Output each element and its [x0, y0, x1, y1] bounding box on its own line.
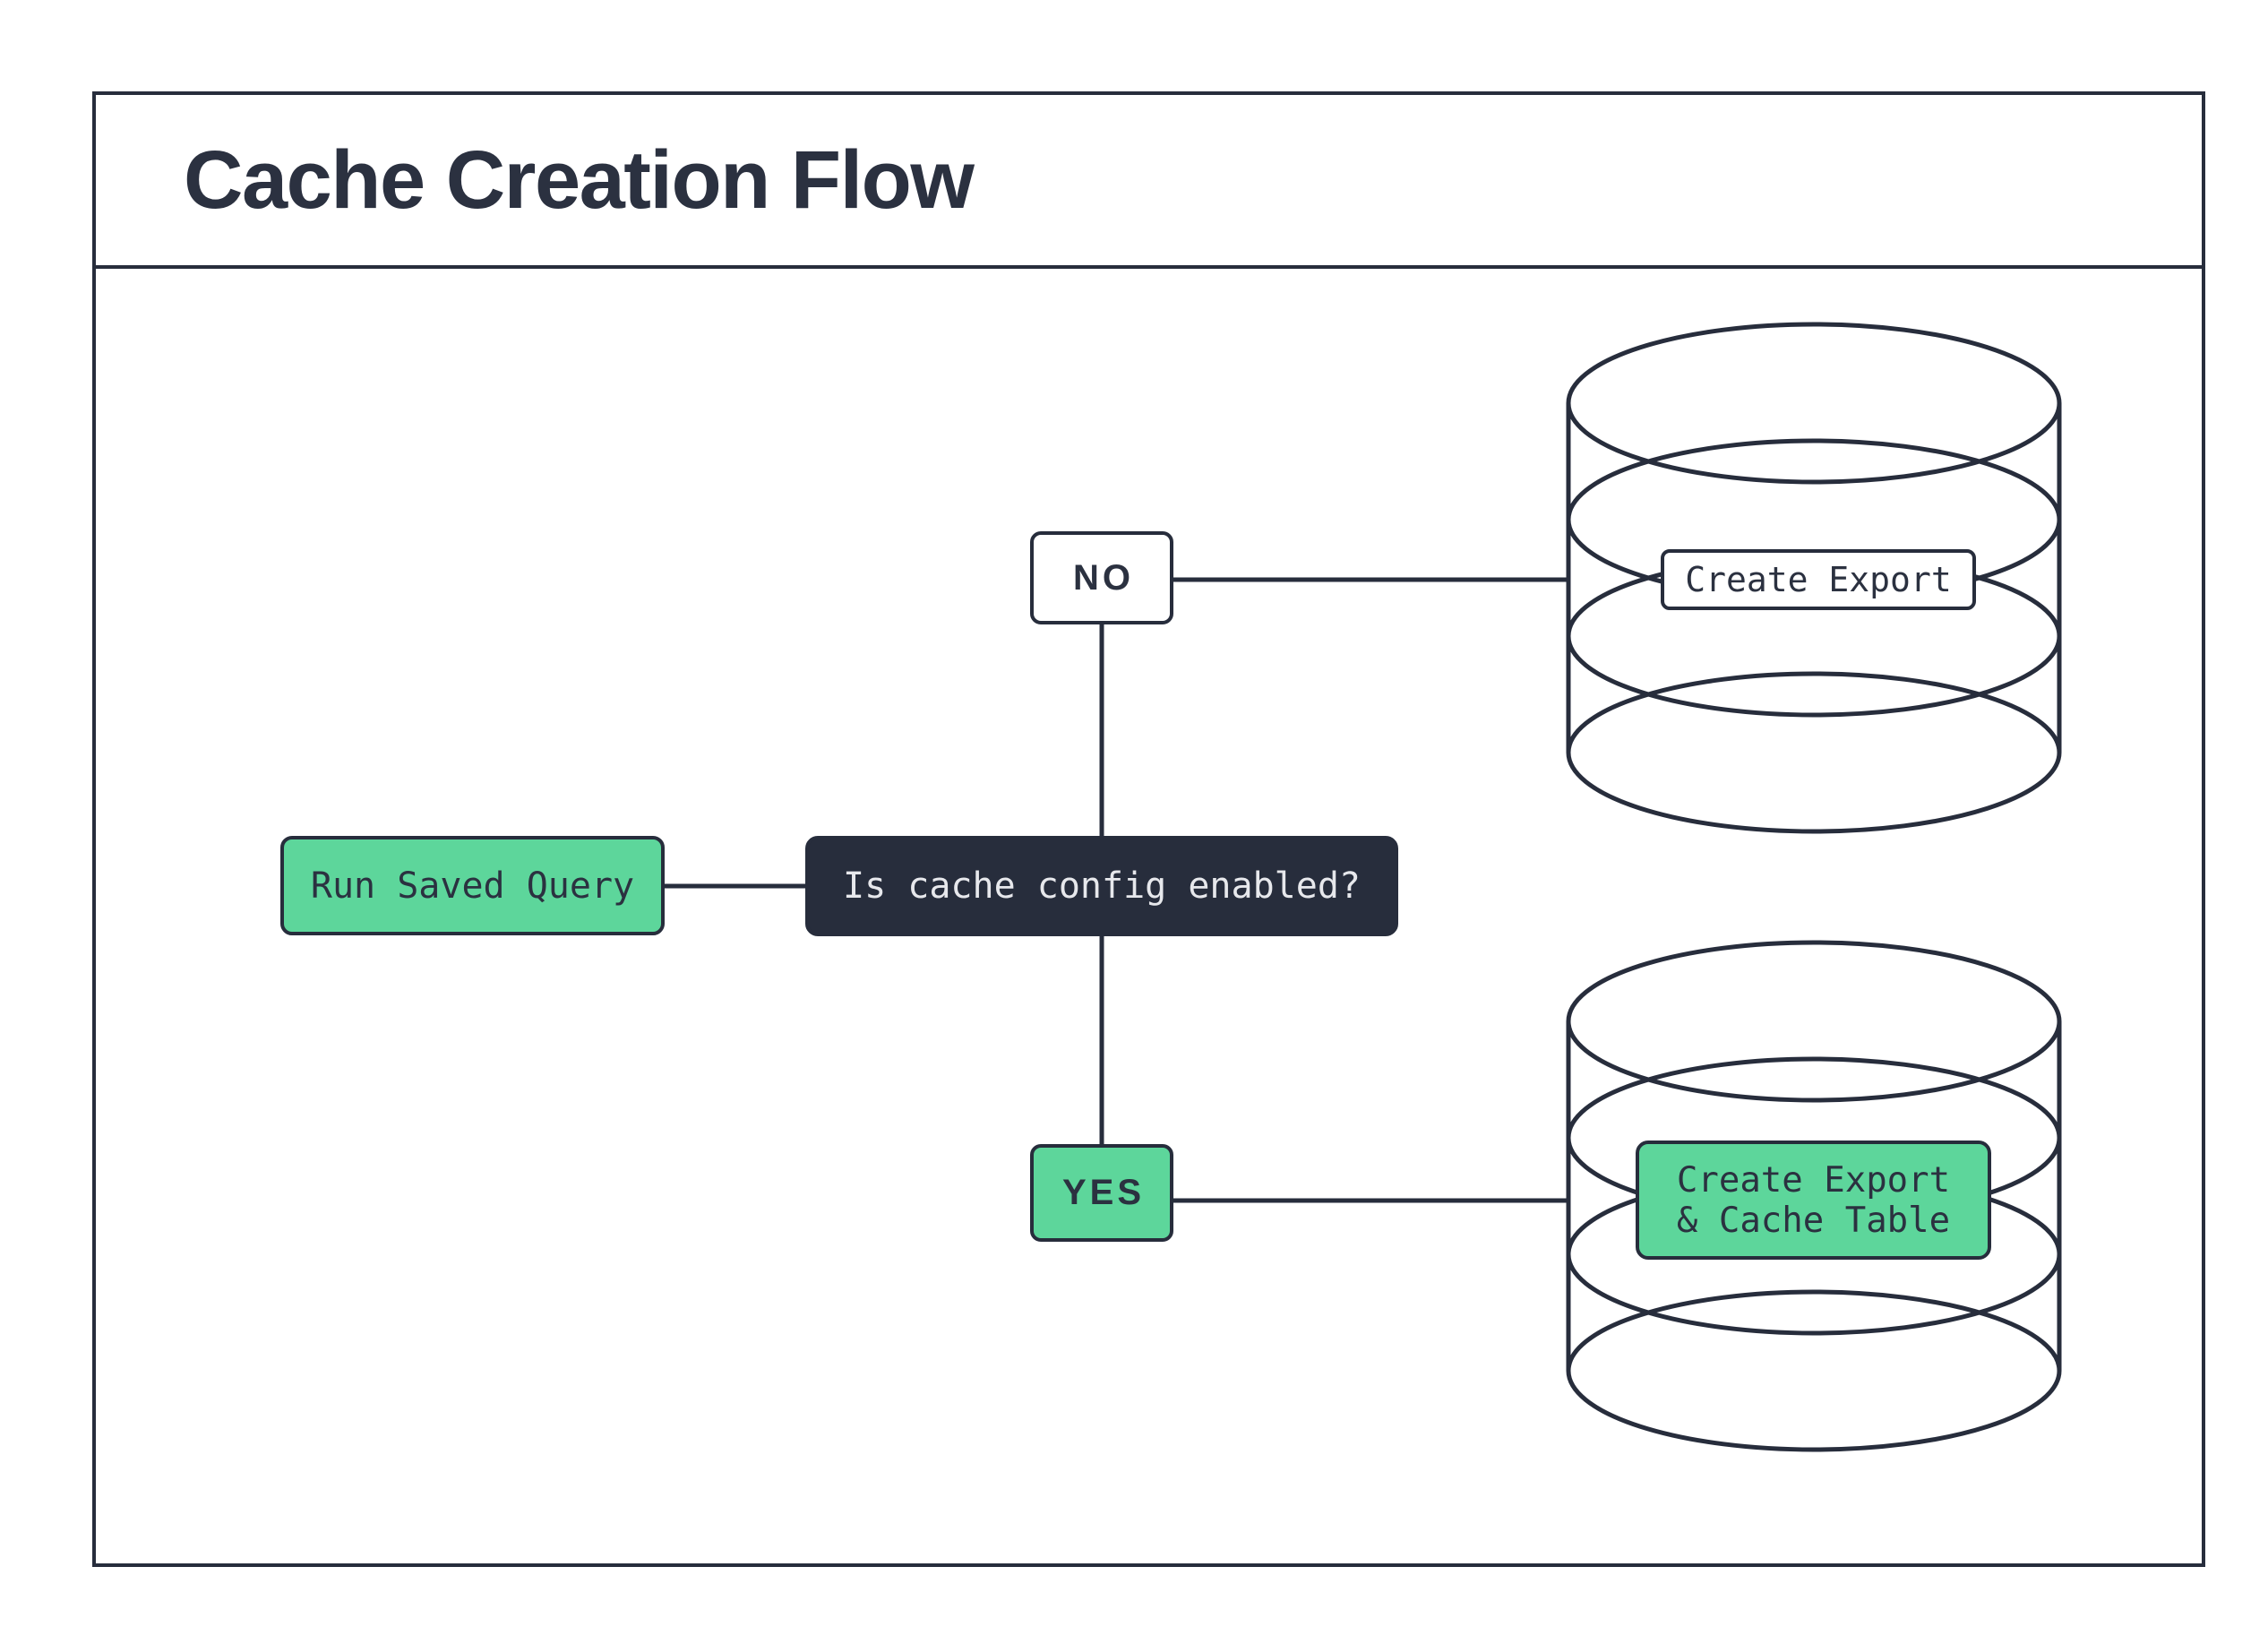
node-branch-yes: YES: [1030, 1144, 1173, 1242]
node-branch-no: NO: [1030, 531, 1173, 624]
branch-no-label: NO: [1073, 557, 1134, 598]
label-create-export-cache-table: Create Export & Cache Table: [1636, 1141, 1991, 1260]
label-create-export-line2: & Cache Table: [1676, 1200, 1951, 1241]
node-run-saved-query-label: Run Saved Query: [310, 865, 635, 907]
page-title: Cache Creation Flow: [184, 133, 975, 226]
diagram-header: Cache Creation Flow: [96, 95, 2202, 269]
branch-yes-label: YES: [1061, 1173, 1146, 1212]
database-export-cache-icon: [1568, 943, 2059, 1450]
node-decision-cache-config: Is cache config enabled?: [805, 836, 1398, 936]
connectors: [665, 580, 1568, 1201]
label-create-export-line1: Create Export: [1676, 1159, 1951, 1201]
label-create-export: Create Export: [1661, 549, 1976, 610]
node-decision-label: Is cache config enabled?: [843, 865, 1361, 907]
node-run-saved-query: Run Saved Query: [280, 836, 665, 935]
label-create-export-text: Create Export: [1685, 560, 1952, 599]
